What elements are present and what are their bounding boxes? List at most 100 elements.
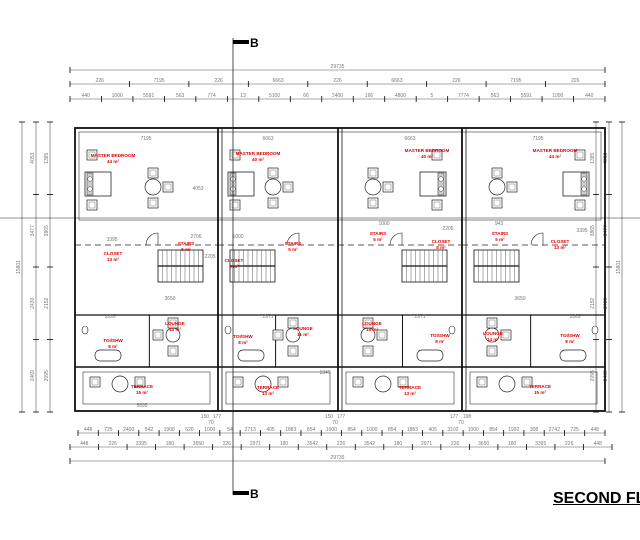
chair xyxy=(352,376,364,388)
door-swing xyxy=(145,232,159,246)
dimension-label: 1000 xyxy=(112,93,123,99)
interior-dimension: 1349 xyxy=(319,370,330,376)
chair xyxy=(491,197,503,209)
dimension-label: 226 xyxy=(96,78,105,84)
chair xyxy=(147,167,159,179)
interior-dimension: 3395 xyxy=(106,237,117,243)
chair-seat xyxy=(384,183,392,191)
chair-seat xyxy=(274,331,282,339)
dimension-label: 440 xyxy=(585,93,594,99)
interior-dimension: 3365 xyxy=(569,314,580,320)
dimension-label: 13 xyxy=(240,93,246,99)
chair-seat xyxy=(502,331,510,339)
chair-seat xyxy=(234,378,242,386)
chair-seat xyxy=(354,378,362,386)
dimension-label: 448 xyxy=(80,441,89,447)
dimension-label: 6663 xyxy=(272,78,283,84)
chair xyxy=(397,376,409,388)
room-name-lounge: LOUNGE xyxy=(293,326,313,331)
dimension-label: 5100 xyxy=(269,93,280,99)
dimension-label: 3395 xyxy=(136,441,147,447)
wall-note: 150 xyxy=(325,414,334,420)
dimension-label: 226 xyxy=(452,78,461,84)
chair-seat xyxy=(576,201,584,209)
chair-seat xyxy=(169,319,177,327)
interior-dimension: 1000 xyxy=(378,221,389,227)
dimension-label: 4800 xyxy=(395,93,406,99)
pillow xyxy=(438,186,444,192)
room-name-terrace: TERRACE xyxy=(131,384,153,389)
toilet xyxy=(81,325,89,335)
chair-seat xyxy=(149,199,157,207)
interior-dimension: 7195 xyxy=(140,136,151,142)
dimension-label: 3865 xyxy=(590,225,596,236)
chair xyxy=(486,345,498,357)
interior-dimension: 1000 xyxy=(232,234,243,240)
dimension-label: 7774 xyxy=(458,93,469,99)
dimension-label: 4053 xyxy=(30,152,36,163)
room-name-lounge: LOUNGE xyxy=(483,331,503,336)
wall-note: 70 xyxy=(332,420,338,426)
terrace-outline xyxy=(82,371,211,405)
chair-seat xyxy=(433,151,441,159)
room-name-toi-shw: TOI/SHW xyxy=(430,333,450,338)
dimension-label: 854 xyxy=(388,427,397,433)
dimension-label: 7195 xyxy=(510,78,521,84)
dimension-label: 3477 xyxy=(30,225,36,236)
room-area-terrace: 13 m² xyxy=(404,391,416,396)
chair xyxy=(277,376,289,388)
drawing-title: SECOND FLO xyxy=(553,490,640,507)
chair-seat xyxy=(284,183,292,191)
room-name-master-bedroom: MASTER BEDROOM xyxy=(405,148,450,153)
chair xyxy=(147,197,159,209)
pillow xyxy=(87,186,93,192)
room-name-lounge: LOUNGE xyxy=(362,321,382,326)
room-name-toi-shw: TOI/SHW xyxy=(233,334,253,339)
chair-seat xyxy=(576,151,584,159)
chair-seat xyxy=(378,331,386,339)
dimension-label: 448 xyxy=(84,427,93,433)
room-area-lounge: 14 m² xyxy=(487,337,499,342)
chair xyxy=(267,167,279,179)
dimension-label: 2095 xyxy=(44,370,50,381)
dimension-label: 2469 xyxy=(603,370,609,381)
round-table xyxy=(264,178,282,196)
interior-dimension: 3395 xyxy=(576,228,587,234)
chair-seat xyxy=(149,169,157,177)
room-name-closet: CLOSET xyxy=(225,258,244,263)
interior-dimension: 2706 xyxy=(190,234,201,240)
dimension-label: 1385 xyxy=(44,152,50,163)
dimension-label: 166 xyxy=(365,93,374,99)
chair-seat xyxy=(231,151,239,159)
pillow xyxy=(581,186,587,192)
dimension-label: 448 xyxy=(591,427,600,433)
dimension-label: 3102 xyxy=(447,427,458,433)
chair-seat xyxy=(523,378,531,386)
chair-seat xyxy=(269,199,277,207)
dimension-label: 2430 xyxy=(603,297,609,308)
room-area-lounge: 14 m² xyxy=(169,327,181,332)
round-table xyxy=(144,178,162,196)
dimension-label: 626 xyxy=(185,427,194,433)
room-area-toi-shw: 8 m² xyxy=(565,339,575,344)
interior-dimension: 943 xyxy=(495,221,504,227)
chair-seat xyxy=(231,201,239,209)
dimension-label: 2400 xyxy=(123,427,134,433)
chair xyxy=(167,317,179,329)
room-area-closet: 8 m² xyxy=(436,245,446,250)
dimension-label: 3477 xyxy=(603,225,609,236)
dimension-label: 5591 xyxy=(143,93,154,99)
chair xyxy=(476,376,488,388)
chair xyxy=(486,317,498,329)
dimension-label: 563 xyxy=(176,93,185,99)
chair xyxy=(89,376,101,388)
wall-note: 70 xyxy=(458,420,464,426)
chair-seat xyxy=(88,151,96,159)
chair xyxy=(229,149,241,161)
chair-seat xyxy=(154,331,162,339)
terrace-outline xyxy=(345,371,455,405)
dimension-label: 15801 xyxy=(616,260,622,274)
dimension-label-overall: 29735 xyxy=(331,64,345,70)
wall-note: 177 xyxy=(337,414,346,420)
chair-seat xyxy=(289,347,297,355)
